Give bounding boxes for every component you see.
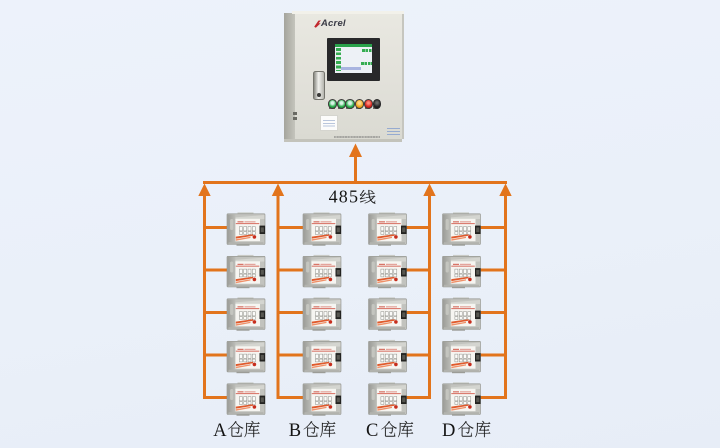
svg-text:485: 485 bbox=[329, 186, 360, 206]
svg-text:A: A bbox=[213, 421, 227, 441]
svg-text:D: D bbox=[442, 421, 455, 441]
svg-text:B: B bbox=[289, 421, 301, 441]
svg-text:C: C bbox=[366, 421, 378, 441]
